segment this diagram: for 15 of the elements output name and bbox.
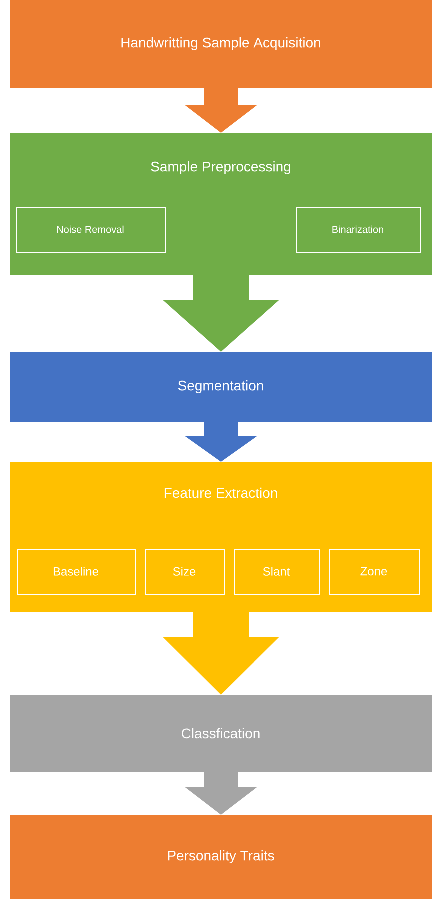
step-box: Noise Removal	[16, 207, 166, 253]
step-box: Binarization	[296, 207, 421, 253]
step-box: Size	[145, 549, 225, 595]
block-arrow	[185, 772, 258, 815]
stage-box: Handwritting Sample Acquisition	[10, 0, 432, 88]
step-box: Zone	[329, 549, 420, 595]
step-box: Slant	[234, 549, 320, 595]
block-arrow	[185, 422, 258, 462]
block-arrow	[185, 88, 258, 133]
step-box: Baseline	[17, 549, 136, 595]
stage-box: Segmentation	[10, 352, 432, 422]
stage-box: Personality Traits	[10, 815, 432, 899]
block-arrow	[163, 612, 280, 695]
stage-box: Classfication	[10, 695, 432, 772]
block-arrow	[163, 275, 280, 352]
